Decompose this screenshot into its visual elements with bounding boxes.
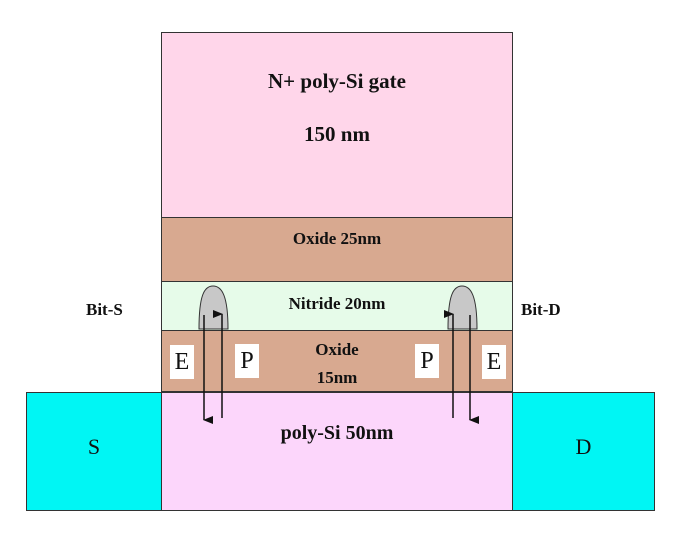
channel-layer: poly-Si 50nm: [161, 392, 513, 511]
hole-label-left: P: [235, 344, 259, 378]
gate-label: N+ poly-Si gate: [268, 69, 406, 93]
bit-d-label: Bit-D: [521, 300, 561, 319]
charge-blob-left: [198, 285, 229, 330]
top-oxide-label: Oxide 25nm: [292, 229, 382, 248]
bottom-oxide-label-line1: Oxide: [315, 340, 359, 359]
nitride-label: Nitride 20nm: [288, 294, 386, 313]
electron-label-left: E: [170, 345, 194, 379]
gate-layer: N+ poly-Si gate 150 nm: [161, 32, 513, 218]
source-region: S: [26, 392, 162, 511]
drain-label: D: [575, 434, 592, 459]
electron-label-right: E: [482, 345, 506, 379]
bit-s-label: Bit-S: [86, 300, 123, 319]
top-oxide-layer: Oxide 25nm: [161, 217, 513, 282]
hole-label-right: P: [415, 344, 439, 378]
bottom-oxide-label-line2: 15nm: [316, 368, 358, 387]
channel-label: poly-Si 50nm: [280, 422, 394, 444]
source-label: S: [87, 434, 101, 459]
gate-thickness: 150 nm: [304, 122, 370, 146]
drain-region: D: [512, 392, 655, 511]
bottom-oxide-layer: Oxide 15nm E P P E: [161, 330, 513, 392]
